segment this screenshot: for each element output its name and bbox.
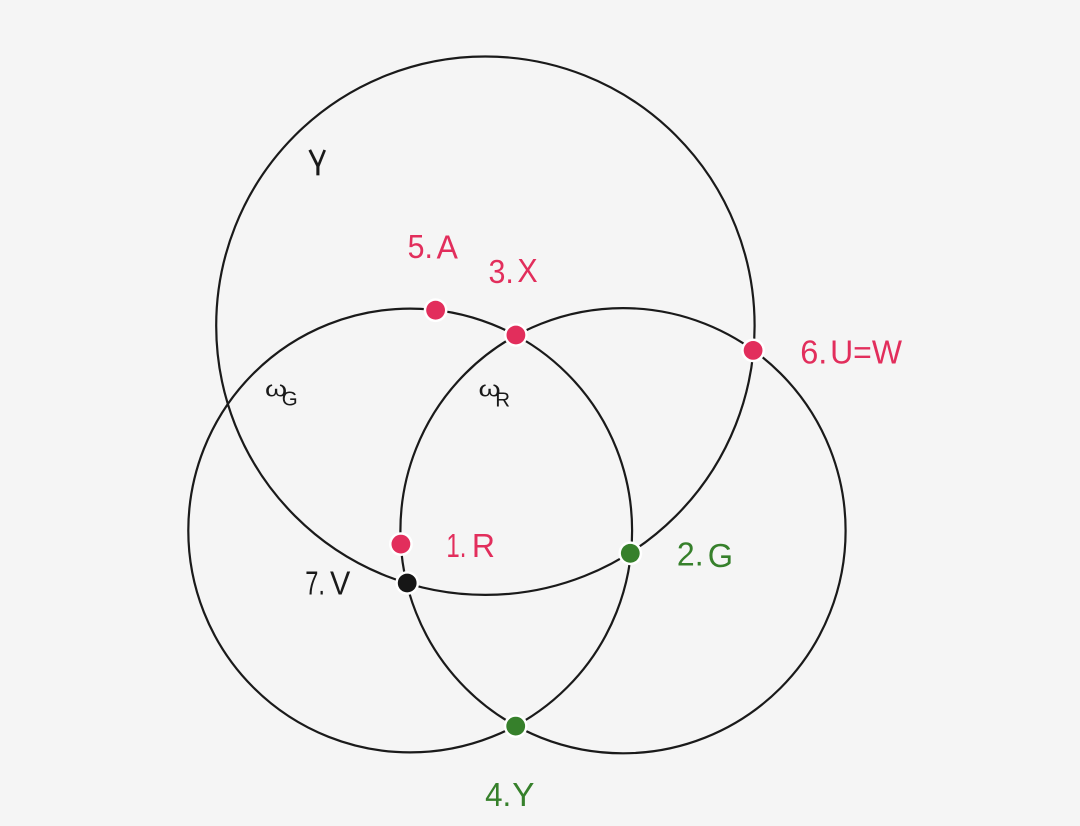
svg-text:A: A — [437, 228, 458, 265]
svg-text:G: G — [708, 537, 733, 574]
svg-text:R: R — [472, 527, 495, 564]
svg-text:U=W: U=W — [830, 334, 903, 371]
svg-text:3.: 3. — [489, 253, 514, 290]
svg-text:ω: ω — [479, 377, 501, 402]
svg-text:2.: 2. — [677, 536, 704, 573]
svg-text:R: R — [495, 388, 510, 411]
svg-text:Y: Y — [512, 776, 534, 813]
svg-text:1.: 1. — [446, 527, 466, 564]
svg-text:X: X — [517, 252, 537, 289]
svg-text:5.: 5. — [408, 228, 433, 265]
svg-text:7.: 7. — [305, 565, 325, 602]
svg-text:6.: 6. — [800, 334, 827, 371]
svg-text:4.: 4. — [485, 776, 511, 813]
svg-text:V: V — [330, 565, 350, 602]
svg-text:G: G — [282, 388, 298, 411]
svg-text:ω: ω — [265, 377, 287, 402]
